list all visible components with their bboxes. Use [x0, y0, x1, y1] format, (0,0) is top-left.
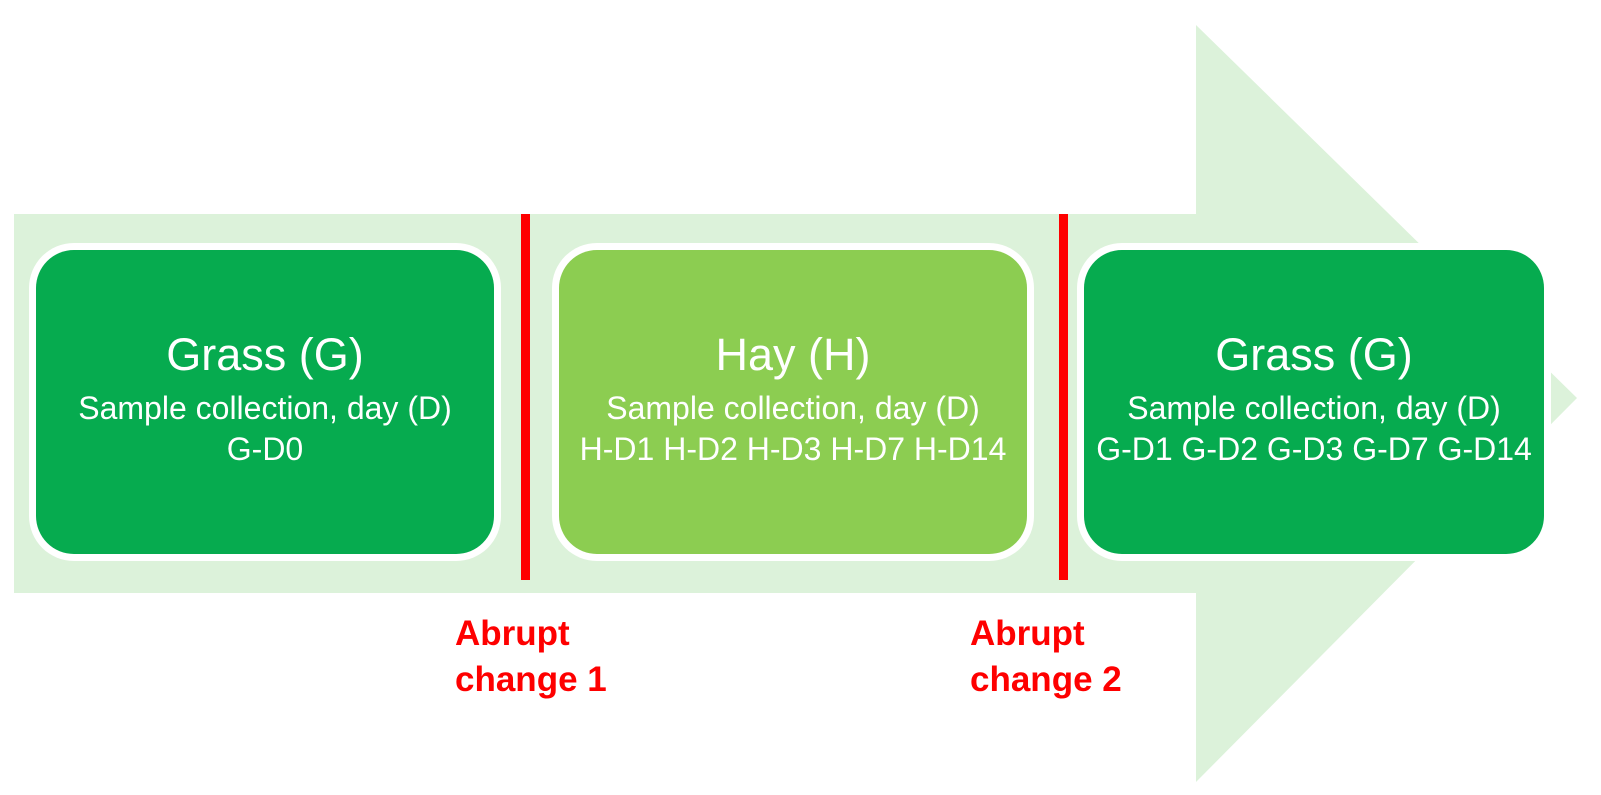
phase-box-grass-after[interactable]: Grass (G) Sample collection, day (D) G-D… — [1084, 250, 1544, 554]
phase-days-grass-after: G-D1 G-D2 G-D3 G-D7 G-D14 — [1096, 431, 1532, 468]
abrupt-change-2-label: Abrupt change 2 — [970, 614, 1122, 700]
phase-subtitle-hay: Sample collection, day (D) — [606, 390, 980, 427]
phase-title-hay: Hay (H) — [715, 328, 871, 380]
phase-box-hay[interactable]: Hay (H) Sample collection, day (D) H-D1 … — [559, 250, 1027, 554]
phase-subtitle-grass-before: Sample collection, day (D) — [78, 390, 452, 427]
phase-title-grass-before: Grass (G) — [166, 328, 364, 380]
abrupt-change-1-label: Abrupt change 1 — [455, 614, 607, 700]
phase-subtitle-grass-after: Sample collection, day (D) — [1127, 390, 1501, 427]
divider-line-abrupt-change-2 — [1059, 214, 1068, 580]
divider-line-abrupt-change-1 — [521, 214, 530, 580]
phase-title-grass-after: Grass (G) — [1215, 328, 1413, 380]
phase-days-grass-before: G-D0 — [226, 431, 304, 468]
phase-box-grass-before[interactable]: Grass (G) Sample collection, day (D) G-D… — [36, 250, 494, 554]
phase-days-hay: H-D1 H-D2 H-D3 H-D7 H-D14 — [579, 431, 1007, 468]
